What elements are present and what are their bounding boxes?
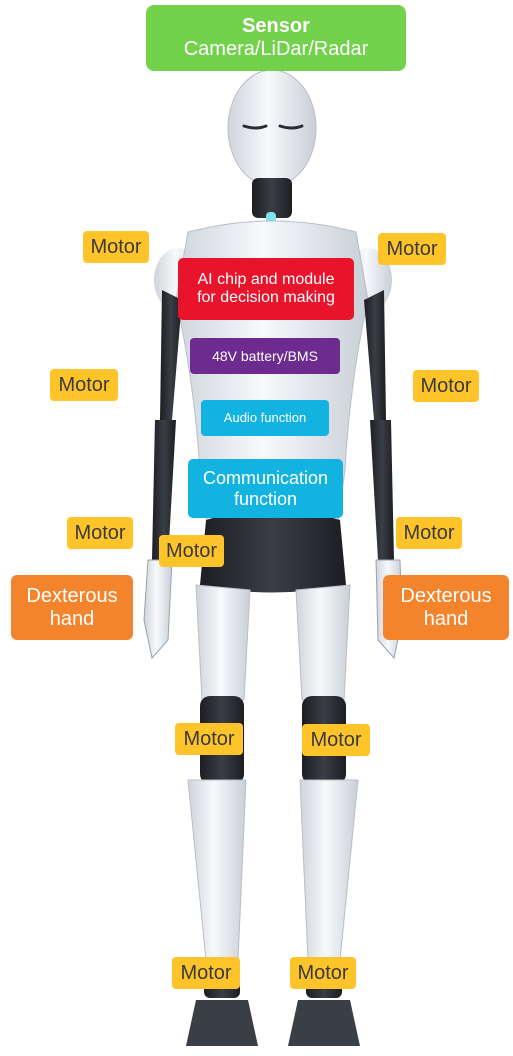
sensor-subtitle: Camera/LiDar/Radar (183, 38, 369, 60)
sensor-title: Sensor (242, 15, 310, 37)
dexterous-hand-right-line1: Dexterous (400, 584, 492, 607)
ai-module-line1: AI chip and module (197, 270, 335, 288)
motor-label-elbow-right: Motor (413, 370, 479, 402)
motor-label-wrist-right: Motor (396, 517, 462, 549)
robot-thigh-left (195, 584, 251, 701)
robot-forearm-left (152, 420, 176, 560)
robot-neck (252, 178, 292, 218)
robot-foot-right (288, 1000, 360, 1046)
robot-shin-right (299, 779, 359, 961)
ai-module-line2: for decision making (197, 289, 335, 306)
motor-label-wrist-left: Motor (67, 517, 133, 549)
robot-hand-left (143, 559, 173, 660)
communication-line1: Communication (202, 467, 329, 488)
dexterous-hand-left-line2: hand (49, 607, 95, 630)
dexterous-hand-label-left: Dexterous hand (11, 575, 133, 640)
audio-label: Audio function (201, 400, 329, 436)
ai-module-label: AI chip and module for decision making (178, 258, 354, 320)
motor-label-ankle-left: Motor (172, 957, 240, 989)
battery-label: 48V battery/BMS (190, 338, 340, 374)
communication-line2: function (233, 488, 298, 509)
dexterous-hand-right-line2: hand (423, 607, 469, 630)
robot-arm-right (364, 290, 386, 420)
robot-head (227, 69, 317, 187)
motor-label-shoulder-right: Motor (378, 233, 446, 265)
motor-label-knee-left: Motor (175, 723, 243, 755)
robot-foot-left (186, 1000, 258, 1046)
robot-arm-left (160, 290, 182, 420)
communication-label: Communication function (188, 459, 343, 518)
robot-eye-right (278, 124, 304, 130)
robot-shin-left (187, 779, 247, 961)
motor-label-shoulder-left: Motor (83, 231, 149, 263)
dexterous-hand-left-line1: Dexterous (26, 584, 118, 607)
motor-label-knee-right: Motor (302, 724, 370, 756)
dexterous-hand-label-right: Dexterous hand (383, 575, 509, 640)
motor-label-ankle-right: Motor (290, 957, 356, 989)
robot-thigh-right (295, 584, 351, 701)
robot-forearm-right (370, 420, 394, 560)
motor-label-elbow-left: Motor (50, 369, 118, 401)
sensor-label: Sensor Camera/LiDar/Radar (146, 5, 406, 71)
robot-eye-left (242, 124, 268, 130)
motor-label-hip: Motor (159, 535, 224, 567)
robot-pelvis (200, 510, 346, 593)
